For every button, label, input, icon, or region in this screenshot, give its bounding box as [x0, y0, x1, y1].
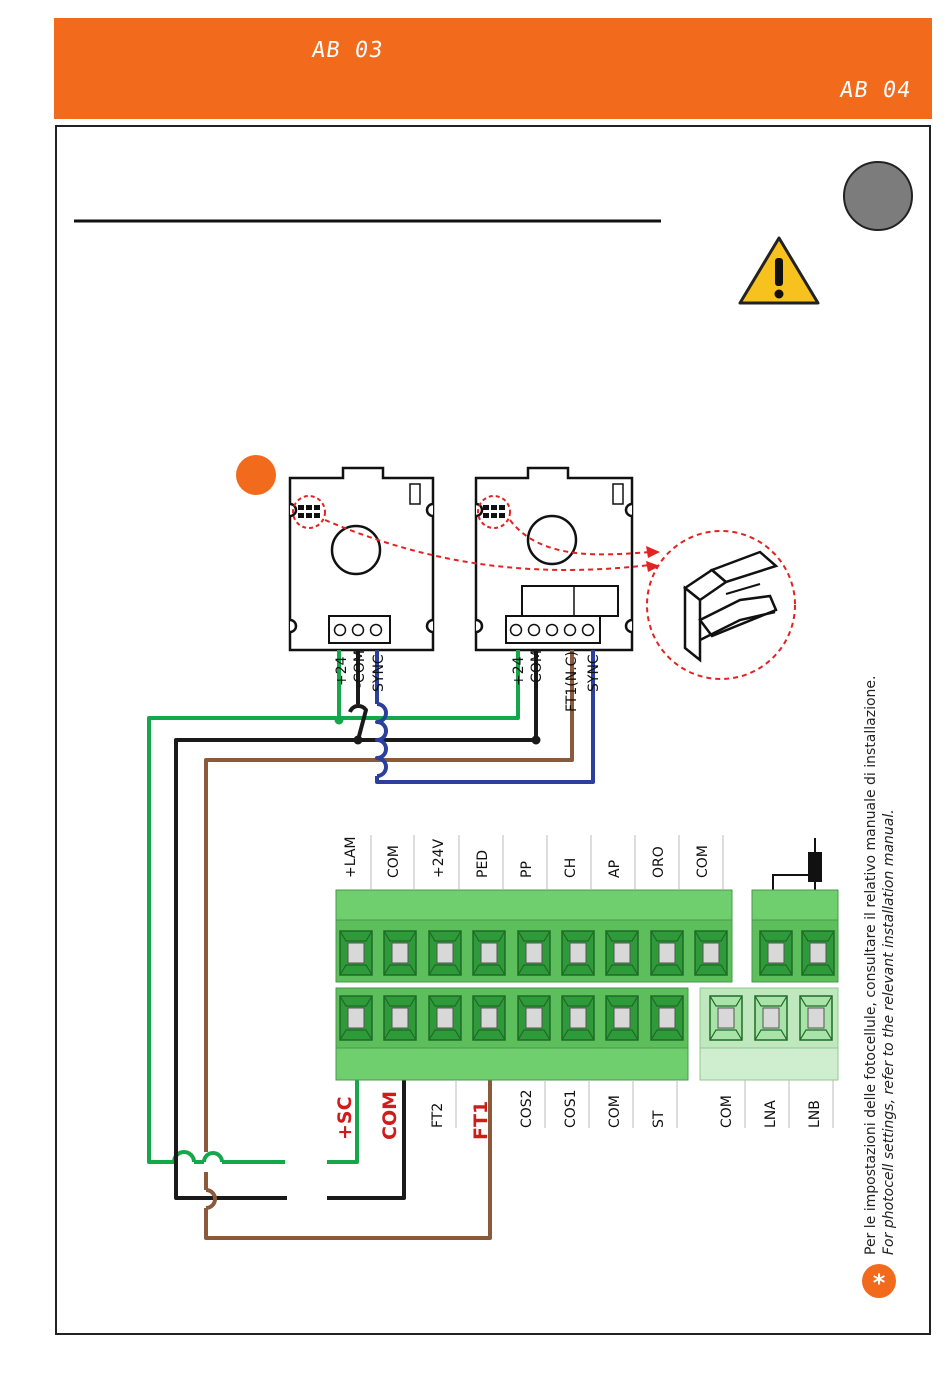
board-bottom-label: COS1: [563, 1089, 579, 1128]
tx-label: FT1(N.C): [564, 651, 580, 712]
callout-dot: [236, 455, 276, 495]
top-block-body: [336, 890, 732, 922]
terminal-screw: [340, 996, 372, 1040]
terminal-screw: [606, 996, 638, 1040]
jumper-detail: [647, 531, 795, 679]
board-top-label: PED: [475, 850, 491, 878]
terminal-screw: [606, 931, 638, 975]
tx-label: -COM: [529, 650, 545, 688]
terminal-block-top: [336, 890, 838, 982]
terminal-screw: [562, 996, 594, 1040]
board-bottom-label: COM: [607, 1095, 623, 1128]
photocell-transmitter: [476, 468, 632, 650]
note-english: For photocell settings, refer to the rel…: [881, 809, 897, 1255]
top-terminal-labels: +LAM COM +24V PED PP CH AP ORO COM: [343, 835, 723, 890]
board-top-label: +24V: [431, 838, 447, 878]
rx-label: SYNC: [371, 654, 387, 692]
note-bullet-symbol: *: [873, 1269, 886, 1297]
board-bottom-label: LNA: [763, 1100, 779, 1128]
tx-label: SYNC: [586, 654, 602, 692]
terminal-screw: [760, 931, 792, 975]
terminal-screw: [651, 931, 683, 975]
terminal-screw: [755, 996, 787, 1040]
board-top-label: COM: [695, 845, 711, 878]
terminal-screw: [473, 996, 505, 1040]
board-top-label: CH: [563, 858, 579, 878]
terminal-screw: [695, 931, 727, 975]
board-top-label: ORO: [651, 846, 667, 878]
board-top-label: +LAM: [343, 836, 359, 878]
tx-label: +24: [511, 656, 527, 686]
terminal-screw: [384, 931, 416, 975]
note-italian: Per le impostazioni delle fotocellule, c…: [863, 676, 879, 1256]
terminal-screw: [562, 931, 594, 975]
transmitter-terminal-labels: +24 -COM FT1(N.C) SYNC: [511, 650, 602, 712]
terminal-screw: [800, 996, 832, 1040]
terminal-block-bottom: [336, 988, 838, 1080]
board-top-label: COM: [386, 845, 402, 878]
terminal-screw: [384, 996, 416, 1040]
receiver-terminal-labels: +24 -COM SYNC: [334, 650, 387, 692]
rx-label: +24: [334, 656, 350, 686]
board-bottom-label: LNB: [807, 1100, 823, 1128]
board-bottom-label: +SC: [334, 1096, 356, 1140]
board-top-label: PP: [519, 861, 535, 878]
photocell-receiver: [290, 468, 433, 650]
rx-label: -COM: [352, 650, 368, 688]
terminal-screw: [518, 996, 550, 1040]
board-bottom-label: COS2: [519, 1089, 535, 1128]
terminal-screw: [429, 996, 461, 1040]
terminal-screw: [710, 996, 742, 1040]
board-bottom-label: ST: [651, 1110, 667, 1128]
resistor-icon: [773, 838, 822, 890]
board-bottom-label: FT2: [430, 1103, 446, 1128]
terminal-screw: [429, 931, 461, 975]
aux-block-body: [752, 890, 838, 922]
step-marker-circle: [844, 162, 912, 230]
terminal-screw: [651, 996, 683, 1040]
board-bottom-label: COM: [379, 1091, 401, 1140]
terminal-screw: [802, 931, 834, 975]
board-top-label: AP: [607, 860, 623, 878]
bottom-terminal-labels: +SC COM FT2 FT1 COS2 COS1 COM ST COM LNA LNB: [334, 1080, 833, 1140]
terminal-screw: [340, 931, 372, 975]
terminal-screw: [518, 931, 550, 975]
board-bottom-label: COM: [719, 1095, 735, 1128]
terminal-screw: [473, 931, 505, 975]
board-bottom-label: FT1: [470, 1101, 492, 1140]
warning-icon: [740, 238, 818, 303]
